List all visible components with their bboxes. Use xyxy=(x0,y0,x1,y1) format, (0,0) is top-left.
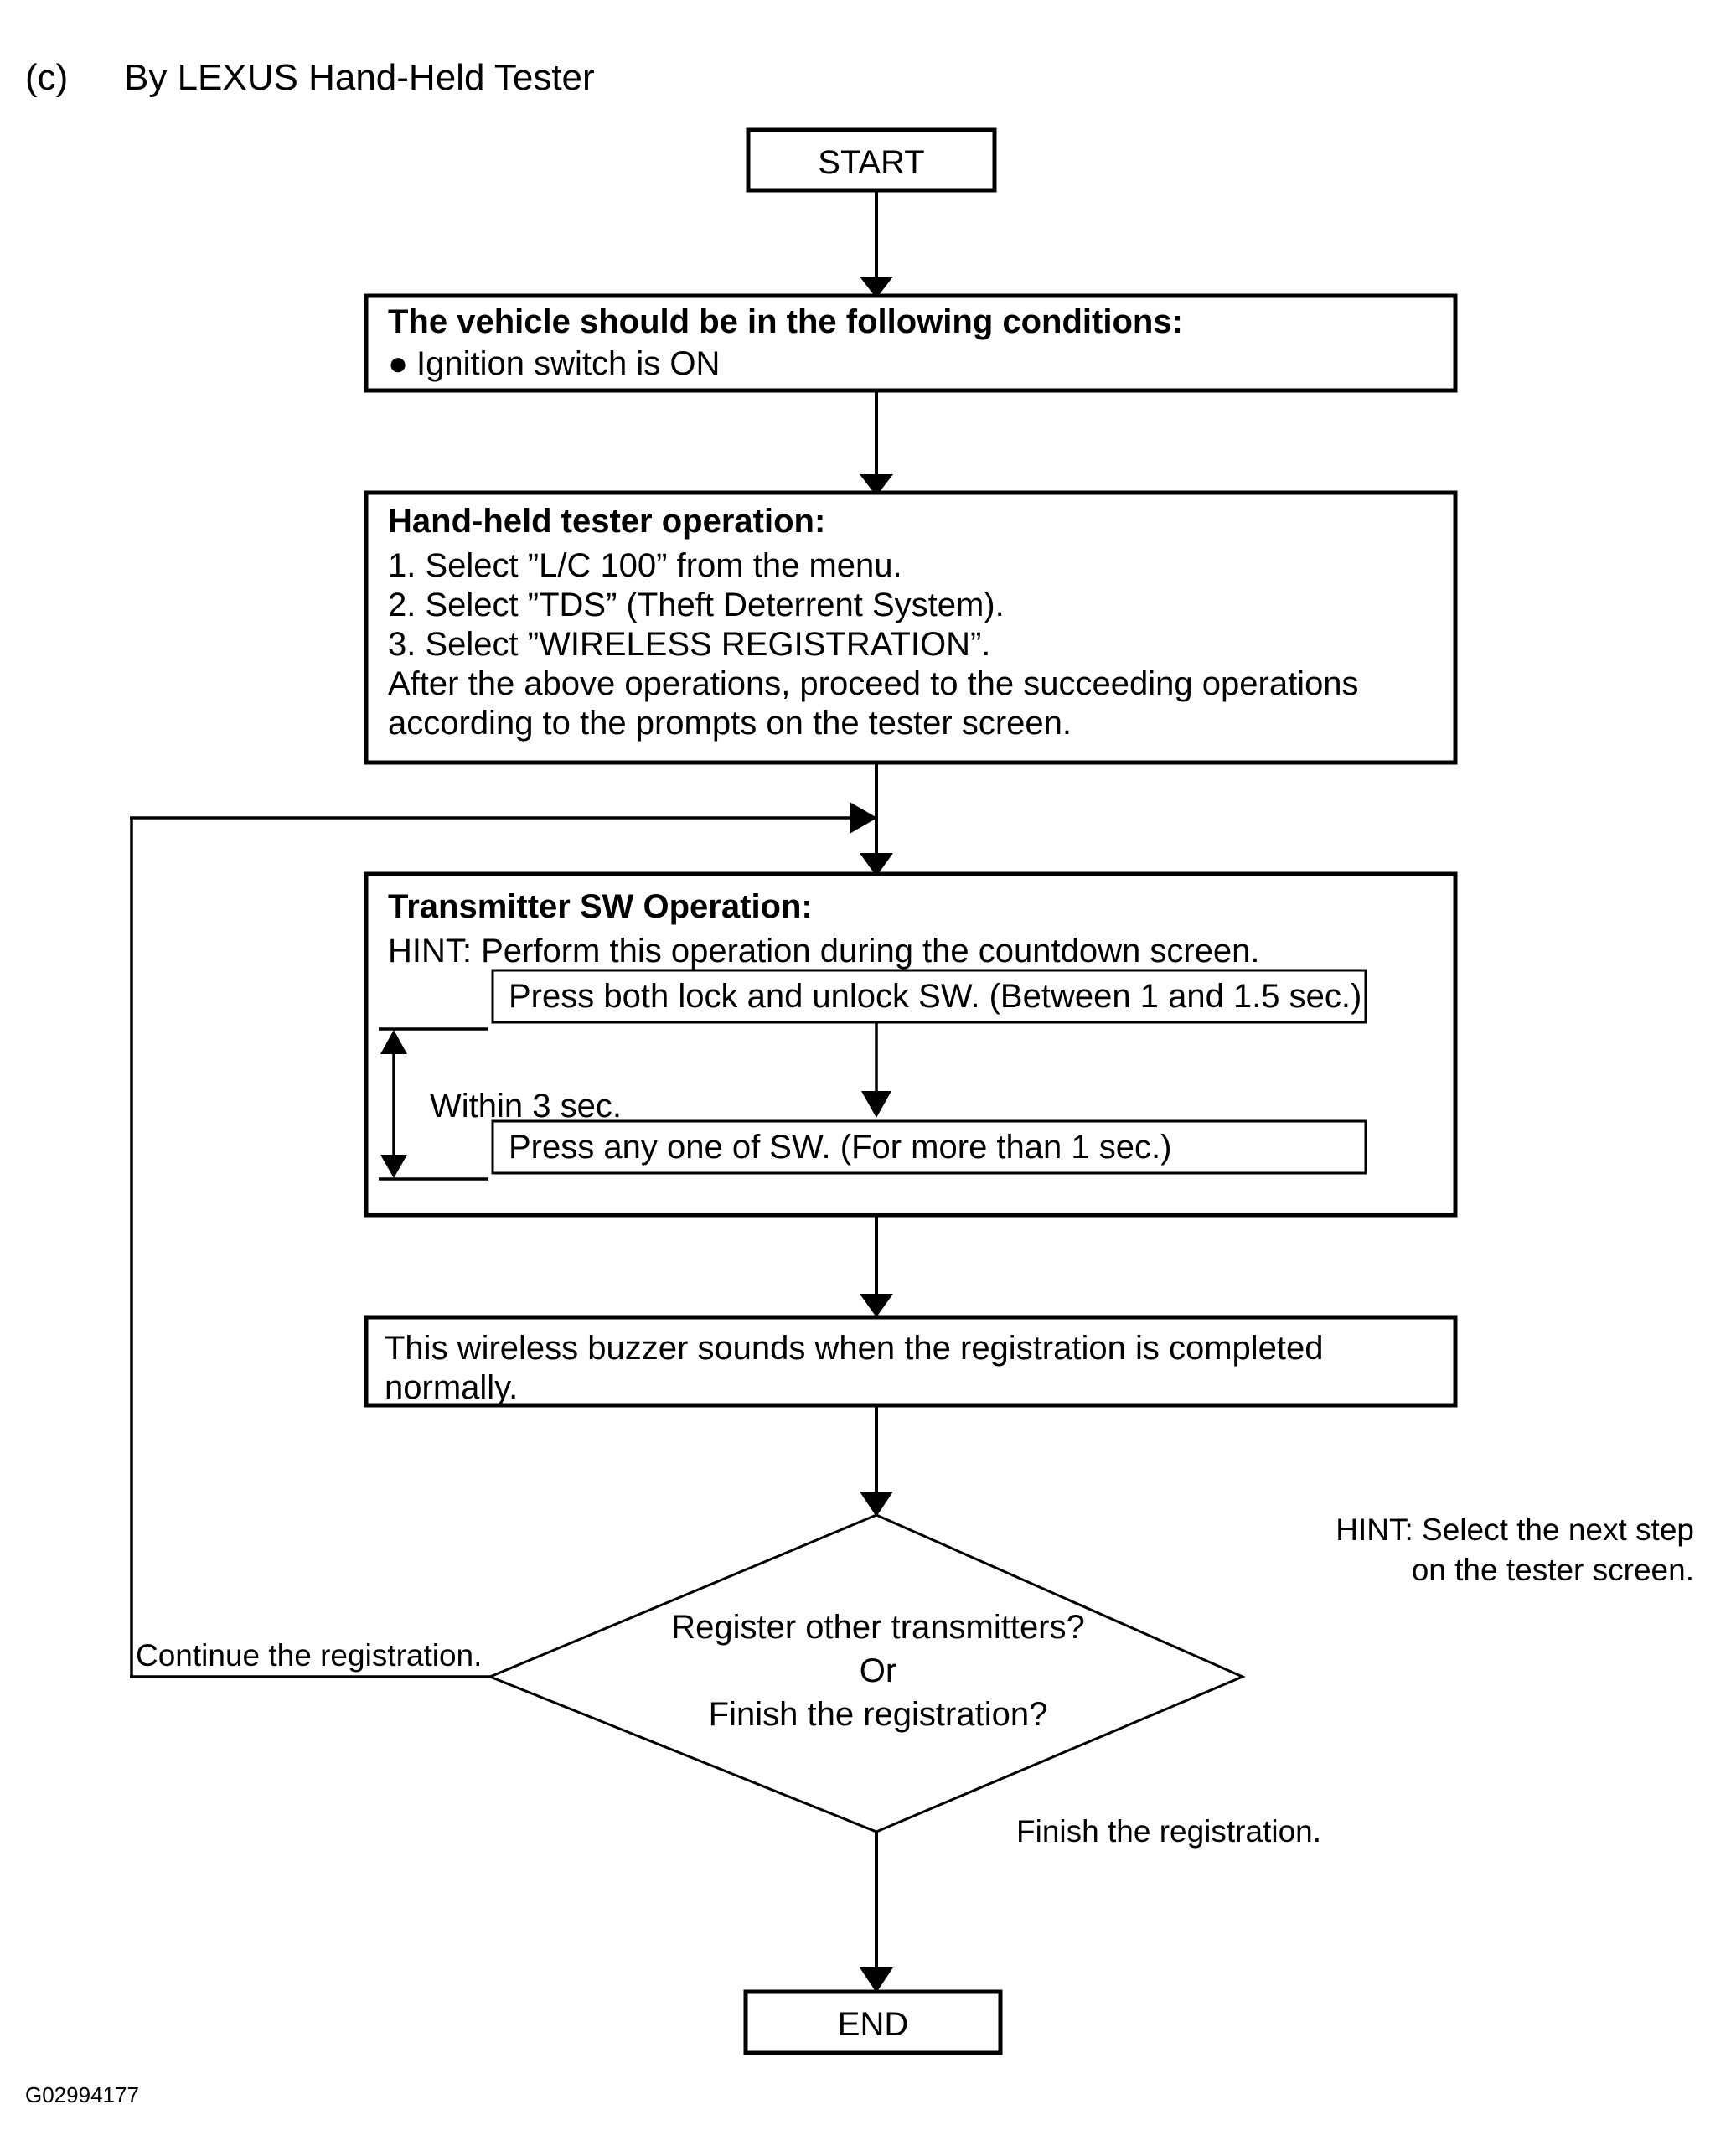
arrowhead-timing-up xyxy=(380,1030,407,1054)
arrowhead-down-to-transmitter xyxy=(860,853,893,876)
conditions-box xyxy=(364,293,1458,393)
conditions-heading: The vehicle should be in the following c… xyxy=(388,303,1183,340)
conditions-bullet-glyph: ● xyxy=(388,345,408,382)
transmitter-step-1-box xyxy=(491,969,1367,1024)
arrowhead-down-to-end xyxy=(860,1967,893,1993)
transmitter-operation-hint: HINT: Perform this operation during the … xyxy=(388,933,1260,970)
transmitter-operation-heading: Transmitter SW Operation: xyxy=(388,888,813,925)
transmitter-step-1-label: Press both lock and unlock SW. (Between … xyxy=(509,978,1361,1015)
tester-operation-line-3: After the above operations, proceed to t… xyxy=(388,665,1359,702)
arrowhead-timing-down xyxy=(380,1155,407,1178)
tester-operation-line-0: 1. Select ”L/C 100” from the menu. xyxy=(388,547,902,584)
end-node xyxy=(743,1989,1003,2055)
tester-operation-line-2: 3. Select ”WIRELESS REGISTRATION”. xyxy=(388,626,990,663)
figure-code: G02994177 xyxy=(25,2082,139,2107)
side-hint-line-1: HINT: Select the next step xyxy=(1336,1512,1694,1547)
tester-operation-line-1: 2. Select ”TDS” (Theft Deterrent System)… xyxy=(388,587,1005,623)
tester-operation-heading: Hand-held tester operation: xyxy=(388,503,825,540)
tester-operation-box xyxy=(364,490,1458,765)
start-node-label: START xyxy=(818,144,924,181)
end-node-label: END xyxy=(838,2006,908,2043)
tester-operation-line-4: according to the prompts on the tester s… xyxy=(388,705,1072,742)
timing-label: Within 3 sec. xyxy=(430,1088,622,1125)
arrowhead-down-to-tester xyxy=(860,474,893,496)
decision-line-2: Or xyxy=(860,1652,896,1689)
arrowhead-down-to-conditions xyxy=(860,277,893,298)
decision-line-3: Finish the registration? xyxy=(709,1696,1048,1733)
conditions-bullet-item-0: Ignition switch is ON xyxy=(416,345,720,382)
buzzer-line-2: normally. xyxy=(385,1369,518,1406)
arrowhead-right-into-trunk xyxy=(850,802,877,834)
transmitter-step-2-box xyxy=(491,1119,1367,1175)
buzzer-box xyxy=(364,1315,1458,1408)
arrowhead-down-to-buzzer xyxy=(860,1294,893,1317)
page-title: By LEXUS Hand-Held Tester xyxy=(124,57,595,98)
branch-label-continue: Continue the registration. xyxy=(136,1638,482,1673)
buzzer-line-1: This wireless buzzer sounds when the reg… xyxy=(385,1330,1324,1367)
arrowhead-down-to-decision xyxy=(860,1492,893,1517)
start-node xyxy=(746,127,997,193)
transmitter-step-2-label: Press any one of SW. (For more than 1 se… xyxy=(509,1129,1171,1166)
side-hint-line-2: on the tester screen. xyxy=(1412,1553,1694,1587)
arrowhead-down-to-step2 xyxy=(861,1091,891,1118)
branch-label-finish: Finish the registration. xyxy=(1016,1814,1321,1849)
decision-line-1: Register other transmitters? xyxy=(671,1609,1085,1646)
header-marker: (c) xyxy=(25,57,68,98)
